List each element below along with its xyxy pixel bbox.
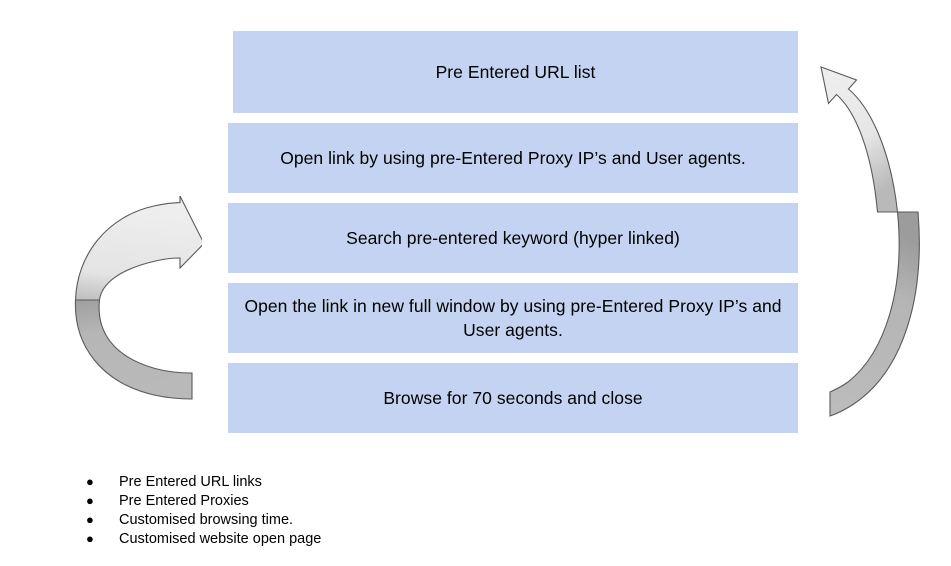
process-step-1-label: Pre Entered URL list [435,62,596,82]
process-flow-stack: Pre Entered URL list Open link by using … [228,31,798,443]
feature-label-4: Customised website open page [119,531,322,547]
feature-label-2: Pre Entered Proxies [119,493,249,509]
process-step-4: Open the link in new full window by usin… [228,283,798,353]
process-step-1: Pre Entered URL list [233,31,798,113]
bullet-icon: ● [86,474,94,489]
bullet-icon: ● [86,493,94,508]
process-step-2: Open link by using pre-Entered Proxy IP’… [228,123,798,193]
curved-arrow-left-icon [62,195,205,411]
bullet-icon: ● [86,531,94,546]
feature-list-item: ● Pre Entered Proxies [86,491,321,510]
feature-bullet-list: ● Pre Entered URL links ● Pre Entered Pr… [86,472,321,548]
process-step-4-label: Open the link in new full window by usin… [244,296,782,340]
feature-list-item: ● Customised website open page [86,529,321,548]
process-step-5-label: Browse for 70 seconds and close [383,388,643,408]
arrow-right-head-segment [820,66,899,213]
process-step-5: Browse for 70 seconds and close [228,363,798,433]
process-step-2-label: Open link by using pre-Entered Proxy IP’… [280,148,746,168]
arrow-left-tail-segment [74,299,193,400]
process-step-3-label: Search pre-entered keyword (hyper linked… [346,228,680,248]
process-step-3: Search pre-entered keyword (hyper linked… [228,203,798,273]
arrow-left-head-segment [74,195,205,301]
curved-arrow-right-icon [808,52,948,417]
feature-list-item: ● Pre Entered URL links [86,472,321,491]
feature-label-1: Pre Entered URL links [119,474,262,490]
arrow-right-tail-segment [829,211,920,417]
feature-list-item: ● Customised browsing time. [86,510,321,529]
bullet-icon: ● [86,512,94,527]
feature-label-3: Customised browsing time. [119,512,294,528]
